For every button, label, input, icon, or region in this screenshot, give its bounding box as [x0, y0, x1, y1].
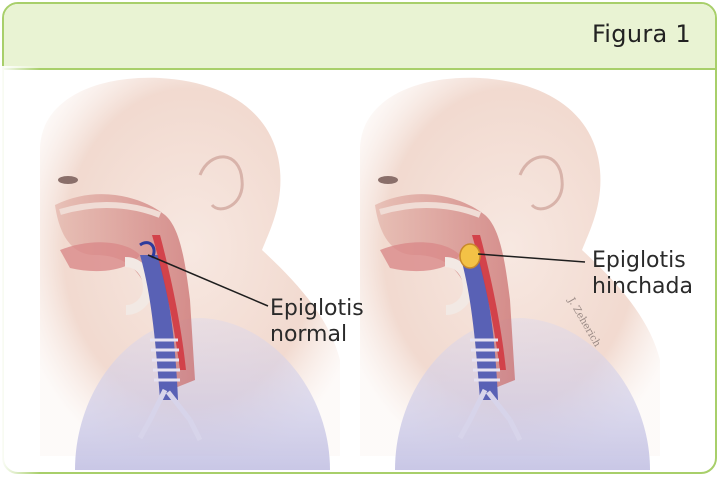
label-line2: hinchada [592, 274, 693, 300]
label-line1: Epiglotis [592, 248, 693, 274]
label-epiglotis-hinchada: Epiglotis hinchada [592, 248, 693, 300]
swollen-epiglottis [460, 244, 480, 268]
head-illustration-normal [0, 66, 340, 476]
label-line1: Epiglotis [270, 296, 364, 322]
label-line2: normal [270, 322, 364, 348]
label-epiglotis-normal: Epiglotis normal [270, 296, 364, 348]
